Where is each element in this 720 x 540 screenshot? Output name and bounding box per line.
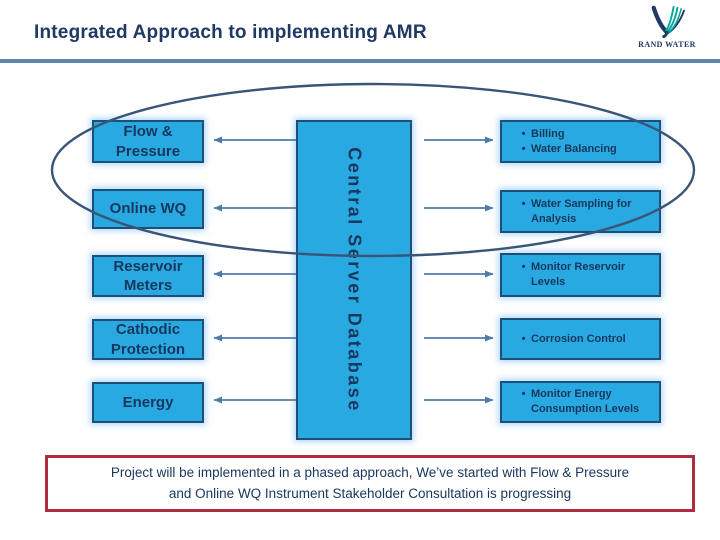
right-box-monitor-energy: • Monitor Energy Consumption Levels: [500, 381, 661, 423]
right-box-monitor-reservoir-levels-item: Monitor Reservoir Levels: [531, 261, 626, 288]
central-server-database-box: Central Server Database: [296, 120, 412, 440]
title-divider: [0, 59, 720, 63]
footer-note-box: Project will be implemented in a phased …: [45, 455, 695, 512]
left-box-reservoir-meters: Reservoir Meters: [92, 255, 204, 297]
left-box-cathodic-protection-label: Cathodic Protection: [110, 321, 186, 358]
rand-water-logo-icon: [651, 5, 685, 39]
left-box-energy-label: Energy: [122, 393, 174, 411]
bullet-icon: •: [521, 332, 526, 345]
left-box-cathodic-protection: Cathodic Protection: [92, 319, 204, 360]
bullet-icon: •: [521, 261, 526, 274]
left-box-reservoir-meters-label: Reservoir Meters: [113, 257, 183, 295]
footer-note-text: Project will be implemented in a phased …: [110, 464, 630, 501]
left-box-energy: Energy: [92, 382, 204, 423]
left-box-online-wq: Online WQ: [92, 189, 204, 229]
left-box-flow-pressure-label: Flow & Pressure: [115, 123, 181, 160]
left-box-online-wq-label: Online WQ: [109, 200, 187, 218]
bullet-icon: •: [521, 388, 526, 401]
bullet-icon: •: [521, 127, 526, 140]
bullet-icon: •: [521, 142, 526, 155]
right-box-billing: • Billing • Water Balancing: [500, 120, 661, 163]
right-box-corrosion-control-item: Corrosion Control: [531, 332, 626, 345]
right-box-monitor-energy-item: Monitor Energy Consumption Levels: [531, 388, 640, 415]
right-box-water-sampling-item: Water Sampling for Analysis: [531, 197, 632, 225]
right-box-billing-item: Billing: [531, 127, 565, 140]
right-box-water-sampling: • Water Sampling for Analysis: [500, 190, 661, 233]
rand-water-logo-text: RAND WATER: [638, 40, 696, 49]
slide-title: Integrated Approach to implementing AMR: [34, 22, 427, 43]
left-box-flow-pressure: Flow & Pressure: [92, 120, 204, 163]
right-box-water-balancing-item: Water Balancing: [531, 142, 617, 155]
central-server-database-label: Central Server Database: [344, 147, 365, 413]
right-box-monitor-reservoir-levels: • Monitor Reservoir Levels: [500, 253, 661, 297]
bullet-icon: •: [521, 197, 526, 210]
right-box-corrosion-control: • Corrosion Control: [500, 318, 661, 360]
rand-water-logo: RAND WATER: [626, 5, 708, 57]
